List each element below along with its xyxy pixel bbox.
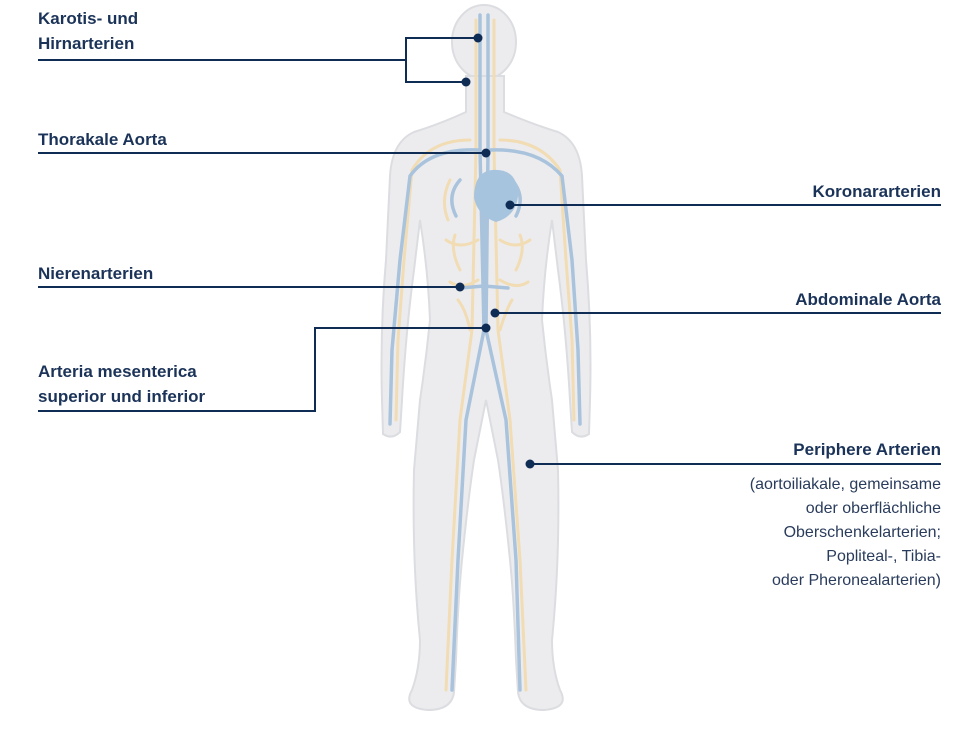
veins (394, 18, 576, 692)
marker-dots (455, 33, 535, 469)
carotid-bracket-line (405, 37, 478, 83)
label-mesenteric: Arteria mesenterica superior und inferio… (38, 362, 206, 406)
carotid-marker-dot (473, 33, 483, 43)
label-peripheral: Periphere Arterien (793, 440, 941, 459)
abdominal-marker-dot (490, 308, 500, 318)
label-carotid: Karotis- und Hirnarterien (38, 9, 139, 53)
label-thoracic: Thorakale Aorta (38, 130, 167, 149)
brain-marker-dot (461, 77, 471, 87)
body-silhouette (380, 4, 592, 712)
coronary-marker-dot (505, 200, 515, 210)
label-abdominal: Abdominale Aorta (795, 290, 941, 309)
label-renal: Nierenarterien (38, 264, 154, 283)
arteries (388, 13, 582, 692)
renal-marker-dot (455, 282, 465, 292)
peripheral-note: (aortoiliakale, gemeinsame oder oberfläc… (749, 476, 941, 589)
leader-lines (38, 37, 941, 465)
label-coronary: Koronararterien (812, 182, 941, 201)
heart-shape (474, 169, 518, 222)
peripheral-marker-dot (525, 459, 535, 469)
thoracic-marker-dot (481, 148, 491, 158)
mesenteric-leader-line (38, 327, 486, 412)
mesenteric-marker-dot (481, 323, 491, 333)
